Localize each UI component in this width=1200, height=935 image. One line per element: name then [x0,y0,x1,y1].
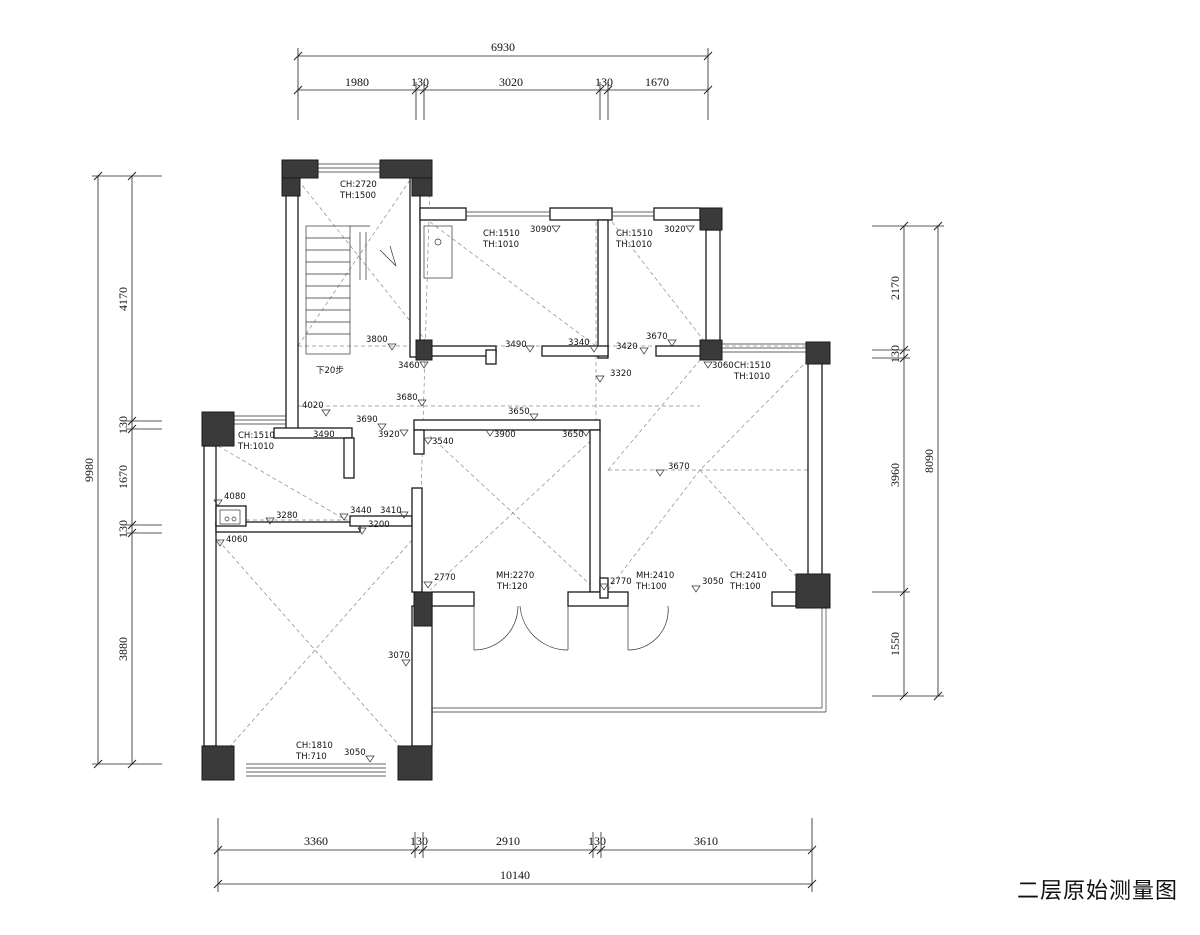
stairs [305,225,397,355]
height-value: 3650 [508,407,530,417]
height-value: 3090 [530,225,552,235]
room-label: TH:1010 [733,372,770,382]
top-dimensions: 6930 1980 130 3020 130 1670 [293,40,713,120]
height-value: 3670 [668,462,690,472]
height-value: 3070 [388,651,410,661]
height-value: 3280 [276,511,298,521]
height-value: 3690 [356,415,378,425]
room-label: CH:2410 [730,571,767,581]
left-dim-2: 130 [116,416,130,434]
top-total-dim: 6930 [491,40,515,54]
bottom-dim-5: 3610 [694,834,718,848]
column [805,341,831,365]
height-value: 4020 [302,401,324,411]
dashed-guides [217,179,818,761]
height-value: 3460 [398,361,420,371]
left-dimensions: 9980 4170 130 1670 130 3880 [82,171,162,769]
bottom-dimensions: 3360 130 2910 130 3610 10140 [213,818,817,892]
walls [203,161,827,777]
bottom-dim-1: 3360 [304,834,328,848]
column [201,411,235,447]
room-label: TH:710 [295,752,327,762]
room-label: CH:2720 [340,180,377,190]
room-label: TH:1010 [615,240,652,250]
right-dimensions: 2170 130 3960 1550 8090 [872,221,944,701]
room-label: CH:1510 [483,229,520,239]
bottom-dim-4: 130 [588,834,606,848]
room-label: CH:1510 [734,361,771,371]
bottom-total-dim: 10140 [500,868,530,882]
height-value: 3490 [505,340,527,350]
room-label: TH:1010 [237,442,274,452]
height-value: 3680 [396,393,418,403]
bottom-dim-3: 2910 [496,834,520,848]
right-dim-3: 3960 [888,463,902,487]
height-value: 3050 [344,748,366,758]
column [699,207,723,231]
right-dim-4: 1550 [888,632,902,656]
top-dim-2: 130 [411,75,429,89]
height-value: 3320 [610,369,632,379]
room-label: MH:2410 [636,571,674,581]
height-value: 3490 [313,430,335,440]
height-value: 2770 [610,577,632,587]
column [379,159,433,179]
room-label: CH:1810 [296,741,333,751]
height-value: 3670 [646,332,668,342]
column [699,339,723,361]
top-dim-4: 130 [595,75,613,89]
height-value: 3420 [616,342,638,352]
height-value: 3020 [664,225,686,235]
height-value: 3200 [368,520,390,530]
left-dim-3: 1670 [116,465,130,489]
height-value: 3340 [568,338,590,348]
column [415,339,433,361]
left-dim-1: 4170 [116,287,130,311]
room-label: TH:1500 [339,191,376,201]
room-label: MH:2270 [496,571,534,581]
doors [473,605,669,651]
left-dim-5: 3880 [116,637,130,661]
height-markers: 3090 3020 3800 3490 3340 3420 3670 3460 … [213,225,734,763]
right-dim-2: 130 [888,345,902,363]
room-label: CH:1510 [616,229,653,239]
fixtures [219,225,453,525]
column [413,591,433,627]
right-dim-1: 2170 [888,276,902,300]
height-value: 4060 [226,535,248,545]
height-value: 3050 [702,577,724,587]
left-dim-4: 130 [116,520,130,538]
right-total-dim: 8090 [922,449,936,473]
height-value: 3800 [366,335,388,345]
room-label: TH:1010 [482,240,519,250]
column [795,573,831,609]
height-value: 3920 [378,430,400,440]
drawing-title: 二层原始测量图 [1016,879,1178,904]
left-total-dim: 9980 [82,458,96,482]
column [397,745,433,781]
height-value: 3650 [562,430,584,440]
columns [201,159,831,781]
height-value: 3540 [432,437,454,447]
height-value: 3060 [712,361,734,371]
height-value: 2770 [434,573,456,583]
height-value: 3900 [494,430,516,440]
top-dim-3: 3020 [499,75,523,89]
top-dim-5: 1670 [645,75,669,89]
room-label: TH:120 [496,582,528,592]
room-label: CH:1510 [238,431,275,441]
window-labels: CH:2720 TH:1500 CH:1510 TH:1010 CH:1510 … [237,180,771,762]
column [281,159,319,179]
stair-note: 下20步 [316,366,344,376]
room-label: TH:100 [729,582,761,592]
bottom-dim-2: 130 [410,834,428,848]
height-value: 3440 [350,506,372,516]
top-dim-1: 1980 [345,75,369,89]
column [201,745,235,781]
room-label: TH:100 [635,582,667,592]
height-value: 4080 [224,492,246,502]
height-value: 3410 [380,506,402,516]
